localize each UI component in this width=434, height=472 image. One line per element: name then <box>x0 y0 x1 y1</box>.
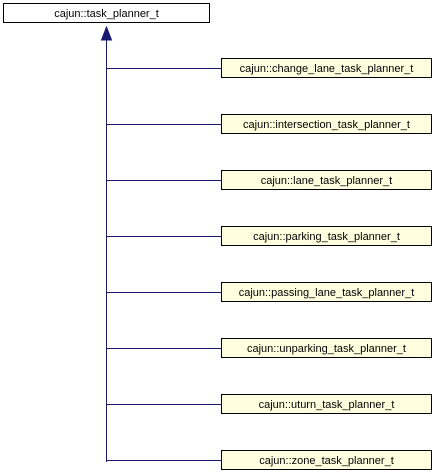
derived-class-box <box>221 282 432 302</box>
inheritance-arrowhead <box>100 25 113 41</box>
base-class-node[interactable]: cajun::task_planner_t <box>3 3 210 23</box>
derived-class-box <box>221 394 432 414</box>
derived-class-node[interactable]: cajun::uturn_task_planner_t <box>221 394 432 414</box>
derived-class-box <box>221 58 432 78</box>
derived-class-node[interactable]: cajun::lane_task_planner_t <box>221 170 432 190</box>
derived-class-node[interactable]: cajun::parking_task_planner_t <box>221 226 432 246</box>
derived-class-label: cajun::change_lane_task_planner_t <box>240 63 414 75</box>
derived-class-label: cajun::passing_lane_task_planner_t <box>239 287 415 299</box>
derived-class-box <box>221 170 432 190</box>
derived-class-node[interactable]: cajun::passing_lane_task_planner_t <box>221 282 432 302</box>
derived-class-label: cajun::zone_task_planner_t <box>259 455 394 467</box>
derived-class-box <box>221 226 432 246</box>
base-class-label: cajun::task_planner_t <box>54 8 159 20</box>
derived-class-node[interactable]: cajun::zone_task_planner_t <box>221 450 432 470</box>
derived-class-label: cajun::parking_task_planner_t <box>253 231 400 243</box>
derived-class-label: cajun::lane_task_planner_t <box>261 175 392 187</box>
derived-class-label: cajun::unparking_task_planner_t <box>247 343 406 355</box>
derived-class-box <box>221 114 432 134</box>
derived-class-node[interactable]: cajun::unparking_task_planner_t <box>221 338 432 358</box>
base-class-box <box>3 3 210 23</box>
derived-class-node[interactable]: cajun::change_lane_task_planner_t <box>221 58 432 78</box>
derived-class-label: cajun::intersection_task_planner_t <box>243 119 410 131</box>
derived-class-box <box>221 338 432 358</box>
derived-class-label: cajun::uturn_task_planner_t <box>259 399 395 411</box>
derived-class-box <box>221 450 432 470</box>
derived-class-node[interactable]: cajun::intersection_task_planner_t <box>221 114 432 134</box>
